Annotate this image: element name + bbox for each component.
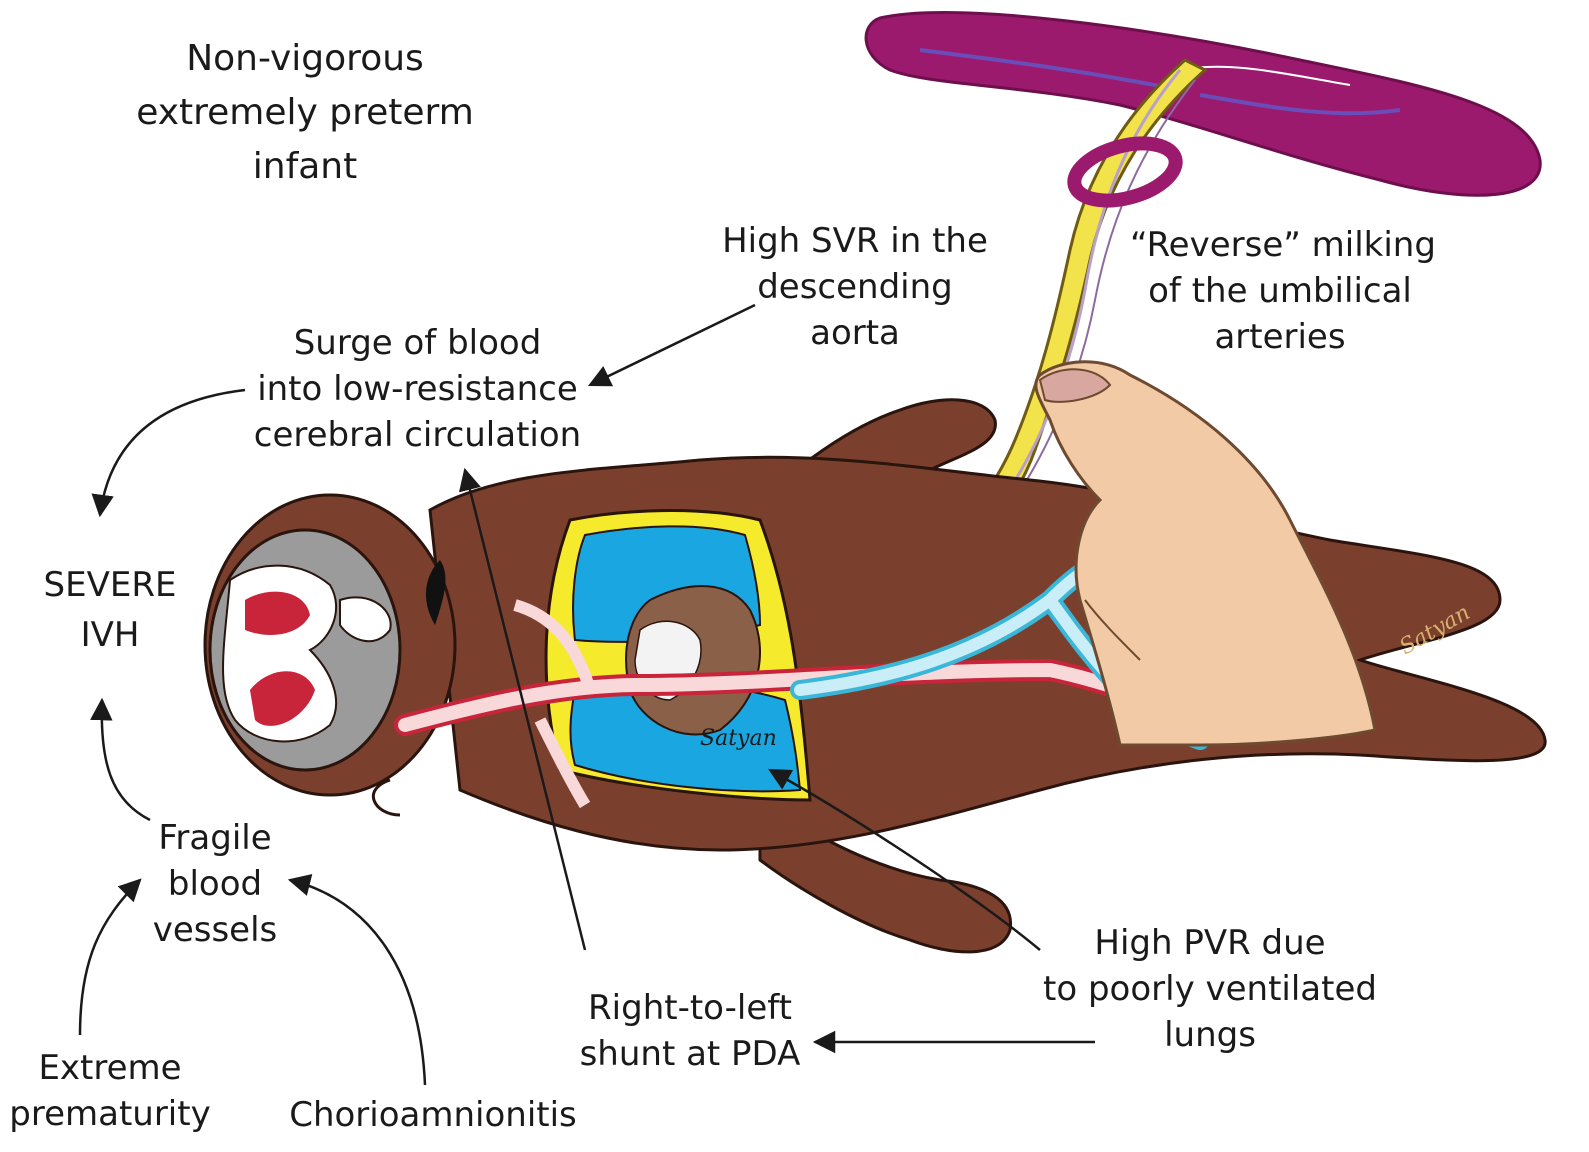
right-to-left-shunt-label: Right-to-left shunt at PDA xyxy=(565,985,815,1077)
extreme-prematurity-label: Extreme prematurity xyxy=(0,1045,220,1137)
high-svr-label: High SVR in the descending aorta xyxy=(700,218,1010,356)
cord-clamp xyxy=(1068,133,1182,210)
title-label: Non-vigorous extremely preterm infant xyxy=(110,32,500,194)
severe-ivh-label: SEVERE IVH xyxy=(25,560,195,660)
arrow-fragile-to-ivh xyxy=(102,700,150,820)
arrow-chorio-to-fragile xyxy=(290,880,425,1085)
arrow-surge-to-ivh xyxy=(100,390,245,515)
brain xyxy=(210,530,400,770)
high-pvr-label: High PVR due to poorly ventilated lungs xyxy=(1030,920,1390,1058)
artist-signature: Satyan xyxy=(700,726,777,751)
reverse-milking-label: “Reverse” milking of the umbilical arter… xyxy=(1130,222,1430,360)
heart xyxy=(626,586,760,734)
surge-label: Surge of blood into low-resistance cereb… xyxy=(245,320,590,458)
arrow-prematurity-to-fragile xyxy=(80,880,140,1035)
chorioamnionitis-label: Chorioamnionitis xyxy=(268,1092,598,1138)
fragile-vessels-label: Fragile blood vessels xyxy=(135,815,295,953)
placenta xyxy=(866,13,1540,196)
